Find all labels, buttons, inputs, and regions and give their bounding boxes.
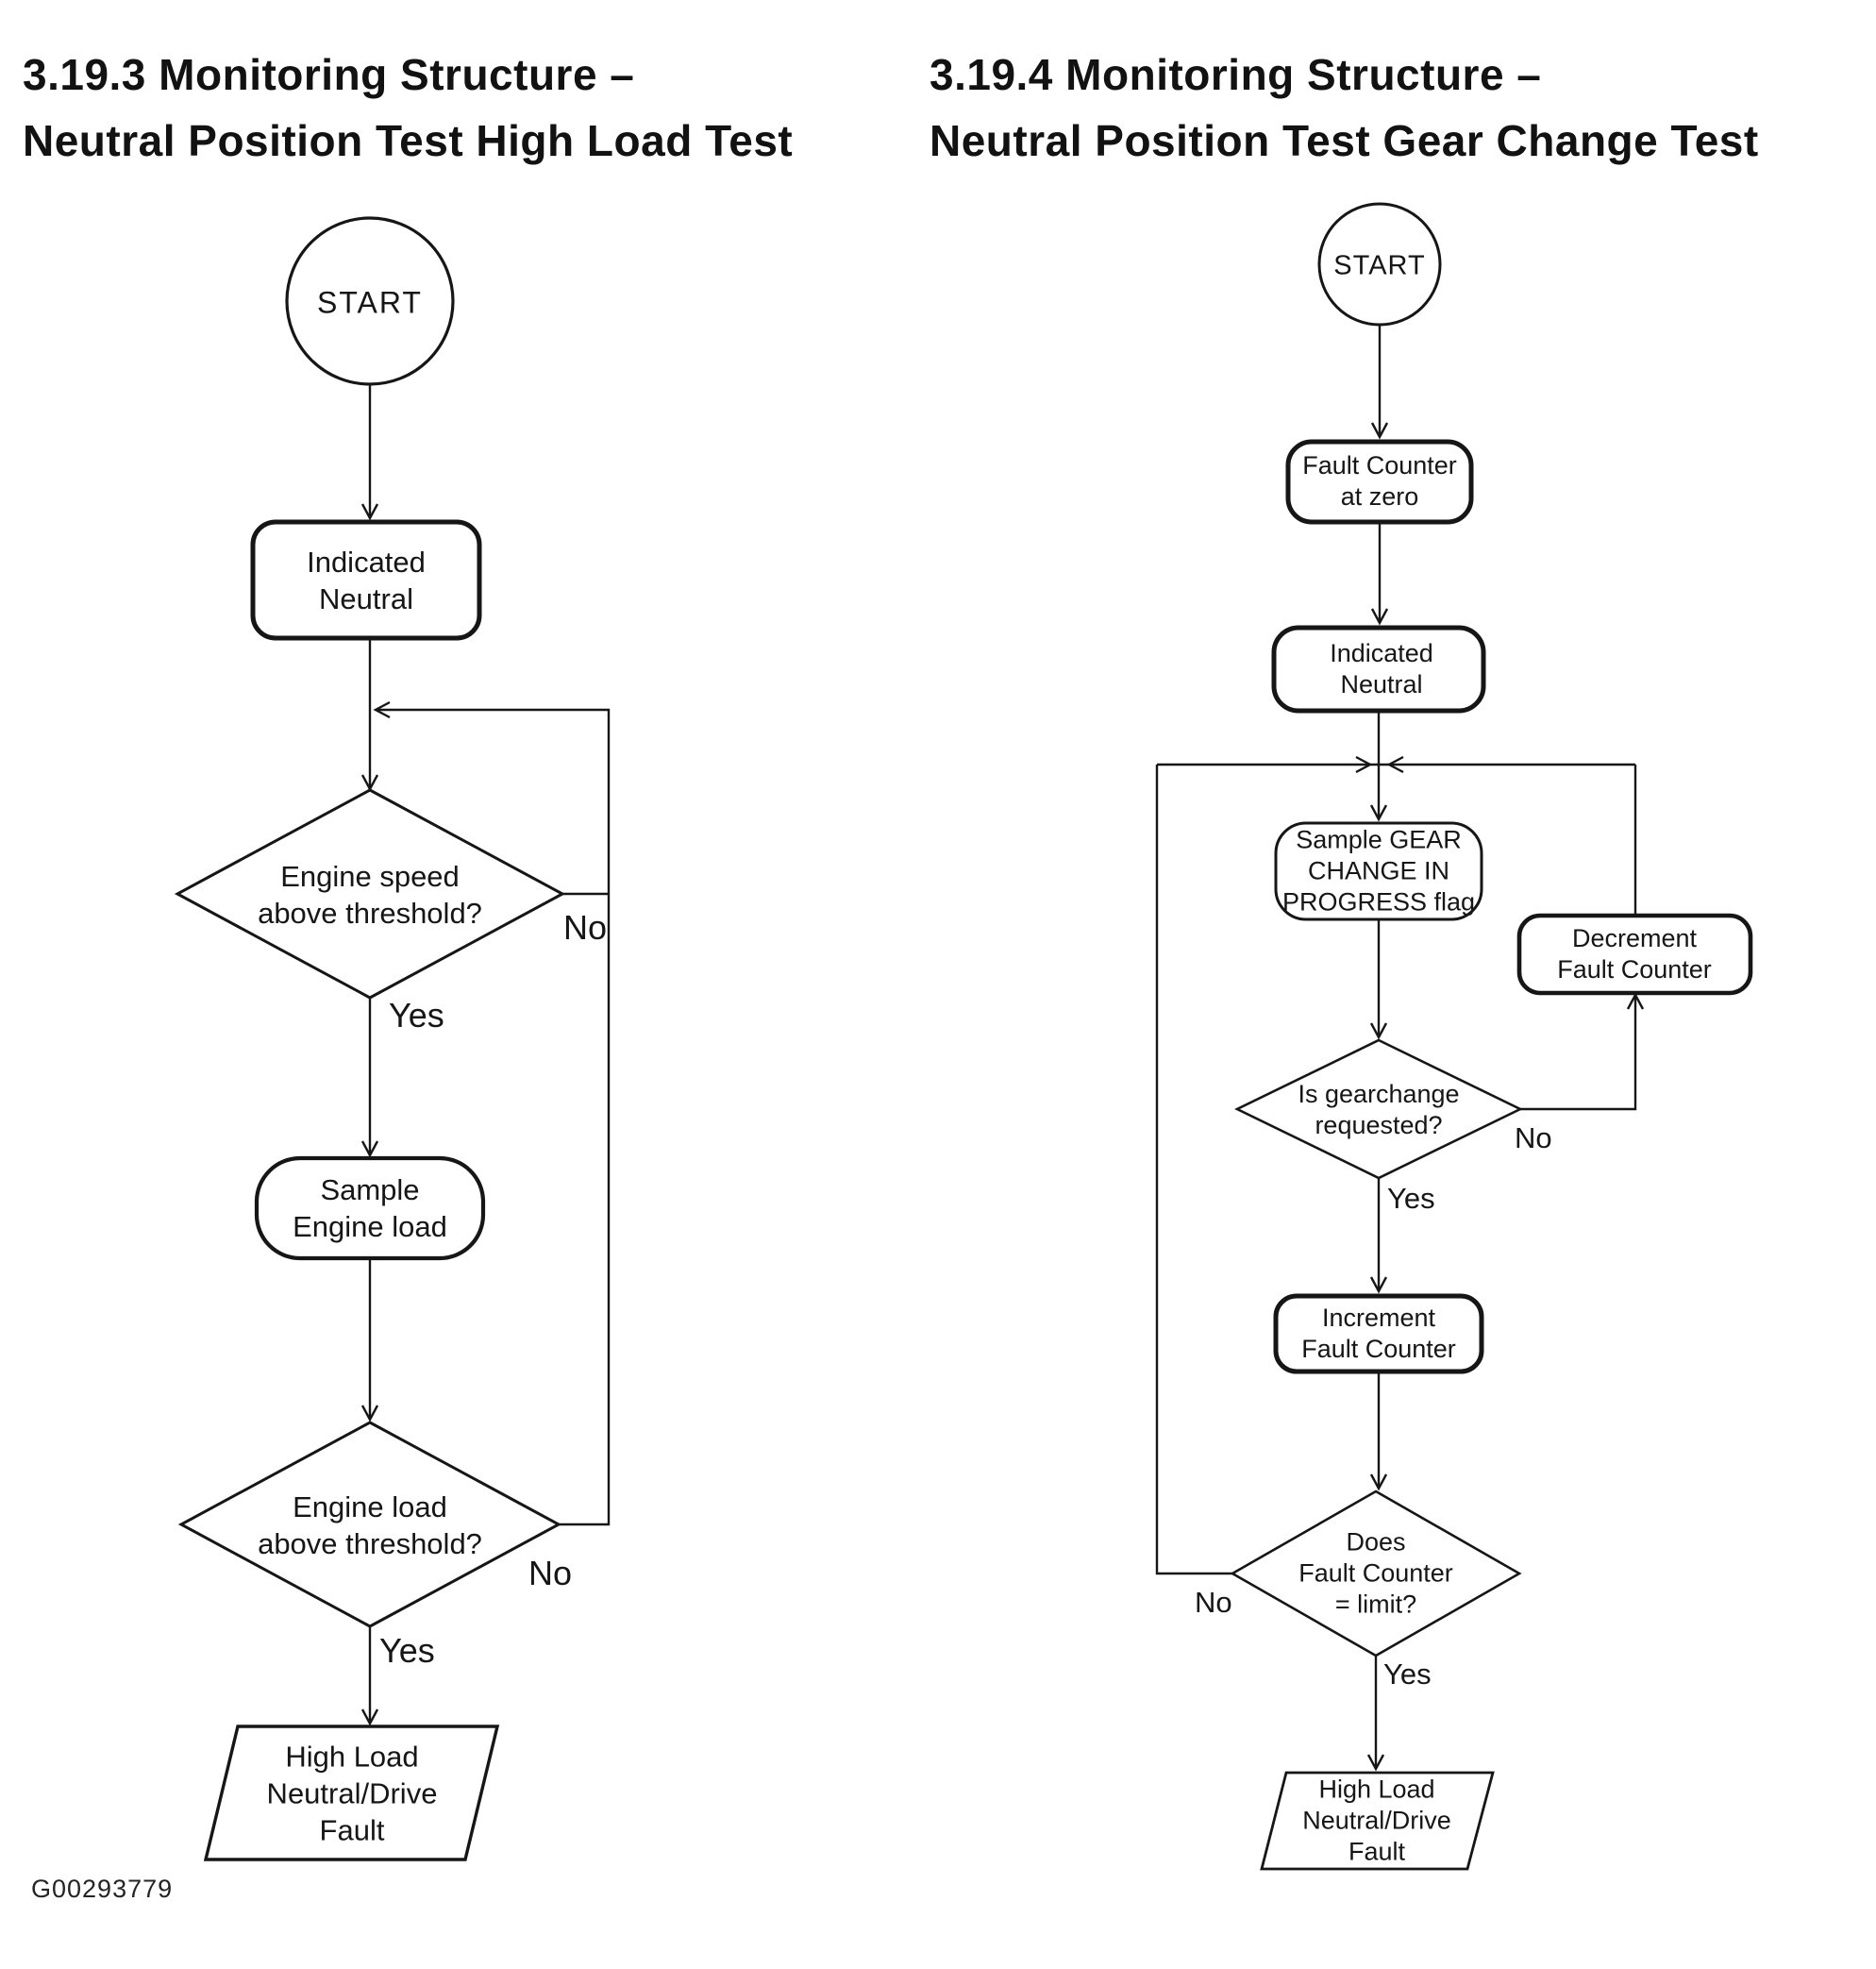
label-line: Engine load (293, 1490, 447, 1523)
left-start-label: START (317, 285, 423, 320)
arrow-down-icon (1369, 1473, 1388, 1491)
arrow-down-icon (360, 1140, 379, 1158)
label-line: above threshold? (258, 897, 482, 930)
label-line: above threshold? (258, 1527, 482, 1560)
left-fault-parallelogram (203, 1725, 500, 1861)
left-sample-load-label: Sample Engine load (293, 1171, 447, 1245)
right-limit-yes-label: Yes (1383, 1658, 1432, 1691)
right-decrement-label: Decrement Fault Counter (1557, 923, 1712, 985)
left-engine-load-label: Engine load above threshold? (258, 1489, 482, 1562)
label-line: Decrement (1571, 924, 1698, 952)
left-flowchart (174, 216, 611, 1861)
right-gear-yes-label: Yes (1387, 1182, 1435, 1215)
label-line: Engine load (293, 1210, 447, 1243)
left-speed-no-label: No (563, 908, 608, 947)
right-limit-label: Does Fault Counter = limit? (1298, 1527, 1453, 1621)
right-increment-label: Increment Fault Counter (1301, 1303, 1456, 1365)
right-limit-no-label: No (1195, 1586, 1232, 1619)
right-chart-title-line2: Neutral Position Test Gear Change Test (930, 116, 1759, 165)
label-line: Neutral (319, 582, 413, 615)
label-line: High Load (1318, 1775, 1435, 1804)
label-line: High Load (285, 1740, 419, 1774)
arrow-left-icon (373, 700, 391, 719)
right-fault-counter-zero-label: Fault Counter at zero (1302, 450, 1457, 513)
label-line: Indicated (1330, 639, 1433, 667)
figure-code: G00293779 (31, 1875, 174, 1903)
arrow-right-icon (1355, 755, 1373, 774)
label-line: Fault (1348, 1837, 1406, 1866)
label-line: Indicated (307, 546, 426, 579)
arrow-down-icon (1369, 1022, 1388, 1040)
right-sample-flag-label: Sample GEAR CHANGE IN PROGRESS flag (1282, 825, 1475, 918)
label-line: Neutral/Drive (1302, 1806, 1451, 1835)
right-indicated-neutral-label: Indicated Neutral (1330, 638, 1433, 700)
label-line: Fault Counter (1298, 1558, 1453, 1588)
arrow-down-icon (1369, 1276, 1388, 1294)
left-load-no-label: No (528, 1554, 573, 1592)
label-line: Engine speed (280, 860, 460, 893)
left-indicated-neutral-label: Indicated Neutral (307, 544, 426, 617)
label-line: Neutral (1340, 670, 1423, 698)
left-indicated-neutral-box (250, 519, 482, 641)
arrow-down-icon (1369, 804, 1388, 822)
label-line: CHANGE IN (1307, 856, 1450, 885)
left-chart-title-line2: Neutral Position Test High Load Test (23, 116, 794, 165)
arrow-up-icon (1626, 992, 1645, 1010)
loop-connector-line (1520, 997, 1637, 1111)
label-line: Sample GEAR (1296, 825, 1462, 854)
left-chart-title-line1: 3.19.3 Monitoring Structure – (23, 50, 635, 99)
arrow-down-icon (1370, 422, 1389, 440)
arrow-down-icon (1370, 608, 1389, 626)
right-gear-no-label: No (1515, 1121, 1552, 1154)
label-line: Does (1346, 1527, 1406, 1557)
right-fault-output-label: High Load Neutral/Drive Fault (1302, 1775, 1451, 1868)
label-line: Increment (1321, 1304, 1436, 1332)
loop-connector-line (377, 708, 611, 1526)
left-load-yes-label: Yes (379, 1631, 435, 1670)
label-line: Neutral/Drive (266, 1776, 438, 1810)
left-engine-speed-label: Engine speed above threshold? (258, 858, 482, 932)
label-line: Fault Counter (1301, 1335, 1456, 1363)
arrow-left-icon (1386, 755, 1404, 774)
right-flowchart (1155, 202, 1753, 1871)
arrow-down-icon (360, 503, 379, 521)
label-line: Fault Counter (1557, 955, 1712, 984)
label-line: = limit? (1334, 1590, 1417, 1619)
arrow-down-icon (360, 1708, 379, 1726)
label-line: Sample (320, 1173, 420, 1206)
right-decrement-box (1516, 913, 1753, 996)
right-gearchange-label: Is gearchange requested? (1298, 1079, 1459, 1141)
loop-connector-line (1155, 765, 1232, 1575)
label-line: at zero (1340, 482, 1419, 511)
label-line: PROGRESS flag (1281, 887, 1476, 917)
arrow-down-icon (1366, 1754, 1385, 1772)
right-start-label: START (1333, 250, 1426, 281)
label-line: requested? (1315, 1111, 1443, 1139)
right-chart-title-line1: 3.19.4 Monitoring Structure – (930, 50, 1542, 99)
label-line: Is gearchange (1298, 1080, 1460, 1108)
arrow-down-icon (360, 1405, 379, 1422)
left-speed-yes-label: Yes (389, 996, 444, 1035)
left-fault-output-label: High Load Neutral/Drive Fault (267, 1739, 438, 1849)
label-line: Fault (319, 1813, 385, 1847)
right-fault-parallelogram (1260, 1771, 1495, 1871)
label-line: Fault Counter (1302, 451, 1457, 480)
